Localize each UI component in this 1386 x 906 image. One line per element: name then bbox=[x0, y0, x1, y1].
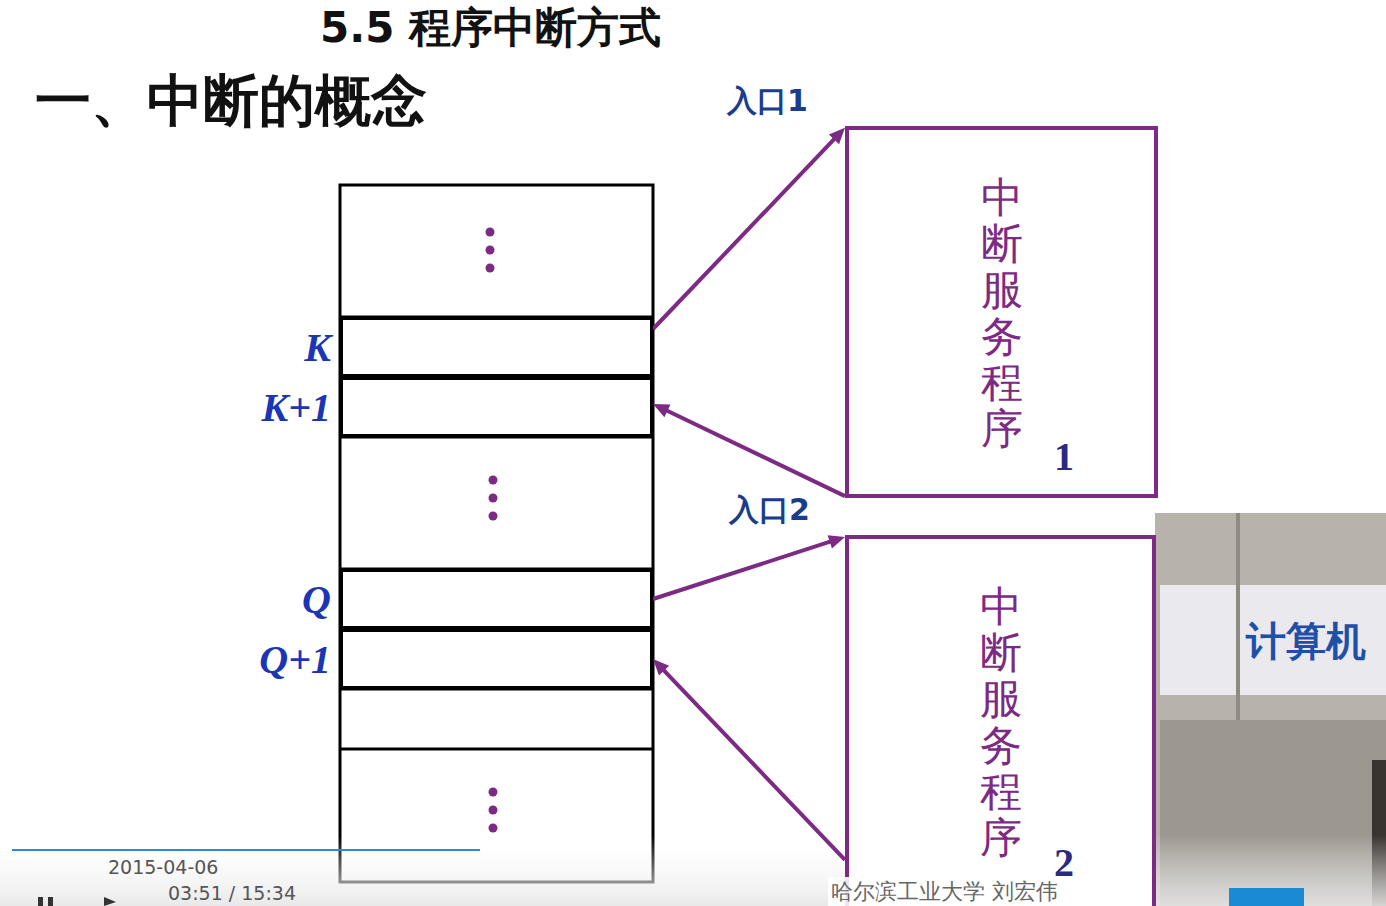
arrowhead bbox=[653, 404, 670, 417]
routine-number: 1 bbox=[1054, 433, 1074, 480]
service-routine-box: 中断服务程序2 bbox=[845, 535, 1156, 906]
pause-icon bbox=[38, 897, 53, 906]
webcam-banner bbox=[1160, 585, 1386, 695]
address-label: Q bbox=[302, 576, 331, 623]
video-date: 2015-04-06 bbox=[108, 856, 218, 878]
address-label: K+1 bbox=[262, 384, 331, 431]
connector-line bbox=[663, 669, 845, 860]
slide-title: 5.5 程序中断方式 bbox=[320, 0, 661, 56]
progress-line bbox=[12, 849, 480, 851]
connector-arrow bbox=[653, 404, 845, 496]
webcam-banner-text: 计算机 bbox=[1246, 614, 1366, 669]
memory-cell: K+1 bbox=[340, 377, 653, 437]
section-heading: 一、中断的概念 bbox=[35, 64, 427, 140]
service-routine-box: 中断服务程序 1 bbox=[845, 126, 1158, 498]
memory-row-lines bbox=[340, 317, 653, 749]
connector-line bbox=[653, 541, 832, 599]
player-gradient bbox=[0, 835, 1386, 906]
arrowhead bbox=[829, 128, 845, 144]
memory-column bbox=[340, 185, 653, 882]
video-time: 03:51 / 15:34 bbox=[168, 882, 296, 904]
routine-name: 中断服务程序 bbox=[980, 584, 1022, 861]
arrowhead bbox=[828, 535, 845, 548]
routine-name: 中断服务程序 bbox=[981, 175, 1023, 452]
memory-cell: Q bbox=[340, 569, 653, 629]
send-button bbox=[1229, 888, 1304, 906]
address-label: K bbox=[304, 324, 331, 371]
entry-label: 入口2 bbox=[727, 490, 812, 531]
entry-label: 入口1 bbox=[725, 81, 810, 122]
lecturer-watermark: 哈尔滨工业大学 刘宏伟 bbox=[828, 877, 1061, 906]
next-icon bbox=[104, 897, 116, 906]
memory-cell: K bbox=[340, 317, 653, 377]
connector-arrow bbox=[653, 659, 845, 860]
connector-line bbox=[666, 410, 845, 496]
memory-cell: Q+1 bbox=[340, 629, 653, 689]
address-label: Q+1 bbox=[259, 636, 331, 683]
arrowhead bbox=[653, 659, 669, 675]
connector-arrow bbox=[653, 535, 845, 599]
connector-arrow bbox=[653, 128, 845, 329]
connector-line bbox=[653, 138, 835, 329]
